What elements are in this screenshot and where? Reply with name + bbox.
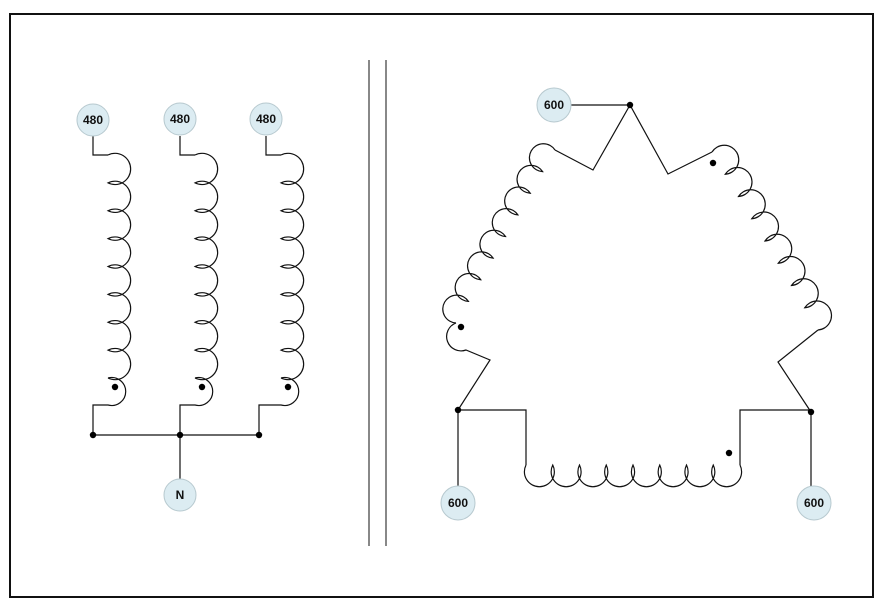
polarity-dot — [198, 383, 206, 391]
primary-lead-2 — [265, 136, 281, 156]
terminal-label: 480 — [83, 113, 103, 127]
polarity-dot — [284, 383, 292, 391]
primary-coil-1 — [193, 152, 219, 381]
terminal-480-a: 480 — [76, 103, 110, 137]
polarity-dot — [709, 159, 717, 167]
delta-left-top-lead — [554, 104, 631, 171]
terminal-label: 480 — [256, 112, 276, 126]
terminal-label: 600 — [804, 496, 824, 510]
junction-dots — [89, 101, 815, 457]
delta-right-coil — [711, 144, 833, 331]
delta-left-coil — [442, 143, 556, 324]
terminal-600-right: 600 — [796, 485, 832, 521]
terminal-neutral: N — [163, 478, 197, 512]
primary-coil-0 — [106, 152, 132, 381]
wiring — [92, 104, 833, 488]
polarity-dot — [725, 449, 733, 457]
terminal-label: 480 — [170, 112, 190, 126]
delta-bottom-left-lead — [458, 409, 527, 465]
terminal-480-c: 480 — [249, 102, 283, 136]
delta-right-tail — [777, 329, 819, 413]
junction-dot — [176, 431, 184, 439]
delta-left-tail — [446, 322, 491, 411]
polarity-dot — [111, 383, 119, 391]
primary-tail-2 — [258, 376, 300, 435]
junction-dot — [454, 406, 462, 414]
terminal-label: N — [176, 488, 185, 502]
junction-dot — [626, 101, 634, 109]
diagram-border — [9, 13, 874, 598]
junction-dot — [89, 431, 97, 439]
primary-tail-1 — [179, 376, 214, 435]
polarity-dot — [457, 323, 465, 331]
terminal-600-left: 600 — [440, 485, 476, 521]
terminal-480-b: 480 — [163, 102, 197, 136]
primary-coil-2 — [279, 152, 305, 381]
terminal-label: 600 — [544, 98, 564, 112]
delta-right-top-lead — [629, 104, 713, 175]
junction-dot — [255, 431, 263, 439]
delta-bottom-coil — [523, 463, 743, 488]
terminal-label: 600 — [448, 496, 468, 510]
primary-tail-0 — [92, 376, 127, 435]
junction-dot — [807, 408, 815, 416]
delta-bottom-right-lead — [739, 409, 811, 465]
primary-lead-1 — [179, 136, 195, 156]
terminal-600-top: 600 — [536, 87, 572, 123]
primary-lead-0 — [92, 136, 108, 156]
